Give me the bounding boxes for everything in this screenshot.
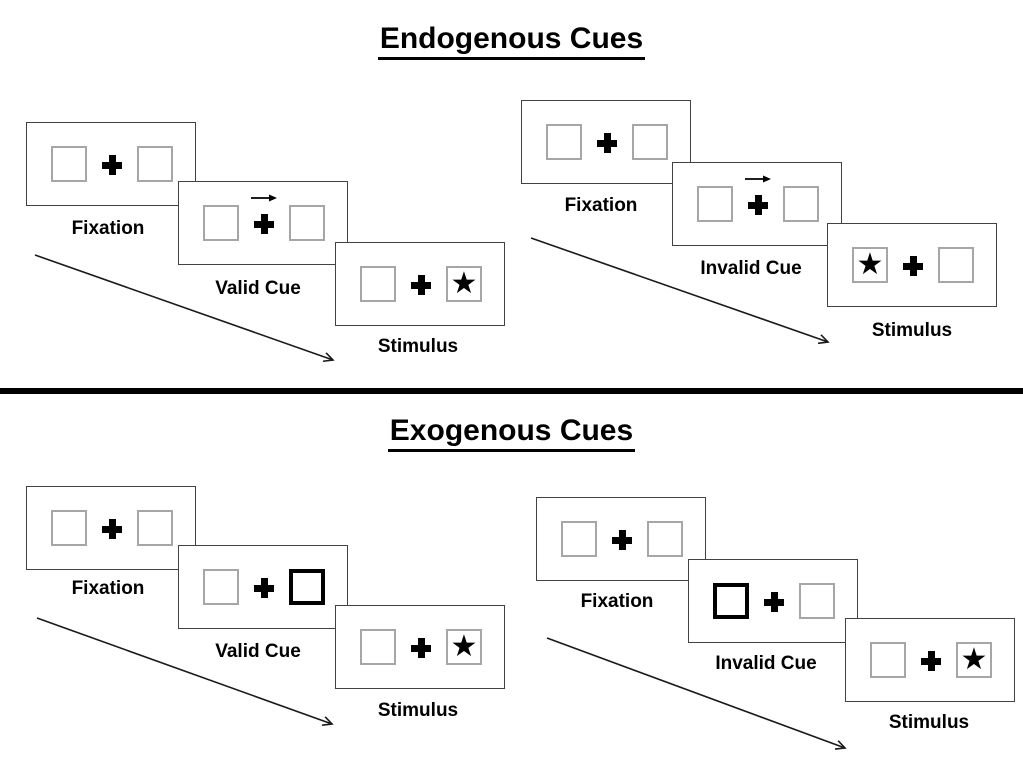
timeline-arrow-exogenous-invalid (546, 637, 845, 748)
right-placeholder-box (137, 146, 173, 182)
fixation-label: Fixation (564, 195, 638, 216)
right-placeholder-box (647, 521, 683, 557)
fixation-cross-icon (903, 256, 923, 276)
stimulus-screen: ★ (335, 605, 505, 689)
section-title-endogenous: Endogenous Cues (377, 22, 646, 60)
cue-label: Invalid Cue (700, 258, 802, 279)
left-placeholder-box (51, 510, 87, 546)
fixation-screen (26, 122, 196, 206)
section-divider (0, 388, 1023, 394)
timeline-arrow-endogenous-invalid (530, 237, 828, 342)
stimulus-label: Stimulus (377, 700, 459, 721)
fixation-label: Fixation (71, 218, 145, 239)
section-title-exogenous: Exogenous Cues (387, 414, 636, 452)
right-placeholder-box (783, 186, 819, 222)
fixation-cross-icon (921, 651, 941, 671)
stimulus-screen: ★ (827, 223, 997, 307)
right-placeholder-box (938, 247, 974, 283)
right-placeholder-box: ★ (446, 629, 482, 665)
right-placeholder-box (137, 510, 173, 546)
timeline-arrow-endogenous-valid (34, 254, 333, 360)
fixation-screen (536, 497, 706, 581)
stimulus-screen: ★ (845, 618, 1015, 702)
fixation-label: Fixation (71, 578, 145, 599)
cue-screen (672, 162, 842, 246)
left-placeholder-box (546, 124, 582, 160)
left-placeholder-box (697, 186, 733, 222)
cue-label: Valid Cue (215, 278, 301, 299)
fixation-cross-icon (254, 578, 274, 598)
fixation-cross-icon (764, 592, 784, 612)
fixation-cross-icon (411, 638, 431, 658)
left-placeholder-box (561, 521, 597, 557)
fixation-cross-icon (102, 155, 122, 175)
right-placeholder-box: ★ (446, 266, 482, 302)
stimulus-label: Stimulus (888, 712, 970, 733)
stimulus-label: Stimulus (871, 320, 953, 341)
cue-screen (688, 559, 858, 643)
right-placeholder-box (799, 583, 835, 619)
target-star-icon: ★ (856, 248, 884, 281)
left-placeholder-box (360, 266, 396, 302)
fixation-cross-icon (748, 195, 768, 215)
right-cue-highlight-box (289, 569, 325, 605)
target-star-icon: ★ (960, 643, 988, 676)
right-placeholder-box: ★ (956, 642, 992, 678)
fixation-cross-icon (254, 214, 274, 234)
timeline-arrow-exogenous-valid (36, 617, 332, 724)
right-placeholder-box (632, 124, 668, 160)
fixation-cross-icon (102, 519, 122, 539)
cue-screen (178, 181, 348, 265)
cue-direction-arrow-icon-right (745, 175, 771, 183)
fixation-screen (521, 100, 691, 184)
fixation-label: Fixation (580, 591, 654, 612)
cue-direction-arrow-icon-right (251, 194, 277, 202)
target-star-icon: ★ (450, 630, 478, 663)
fixation-cross-icon (612, 530, 632, 550)
endogenous-title-row: Endogenous Cues (0, 22, 1023, 60)
exogenous-title-row: Exogenous Cues (0, 414, 1023, 452)
stimulus-label: Stimulus (377, 336, 459, 357)
cue-screen (178, 545, 348, 629)
left-cue-highlight-box (713, 583, 749, 619)
cue-label: Invalid Cue (715, 653, 817, 674)
left-placeholder-box (360, 629, 396, 665)
fixation-cross-icon (411, 275, 431, 295)
left-placeholder-box (870, 642, 906, 678)
left-placeholder-box: ★ (852, 247, 888, 283)
stimulus-screen: ★ (335, 242, 505, 326)
left-placeholder-box (203, 205, 239, 241)
fixation-cross-icon (597, 133, 617, 153)
fixation-screen (26, 486, 196, 570)
right-placeholder-box (289, 205, 325, 241)
left-placeholder-box (203, 569, 239, 605)
cue-label: Valid Cue (215, 641, 301, 662)
target-star-icon: ★ (450, 267, 478, 300)
left-placeholder-box (51, 146, 87, 182)
